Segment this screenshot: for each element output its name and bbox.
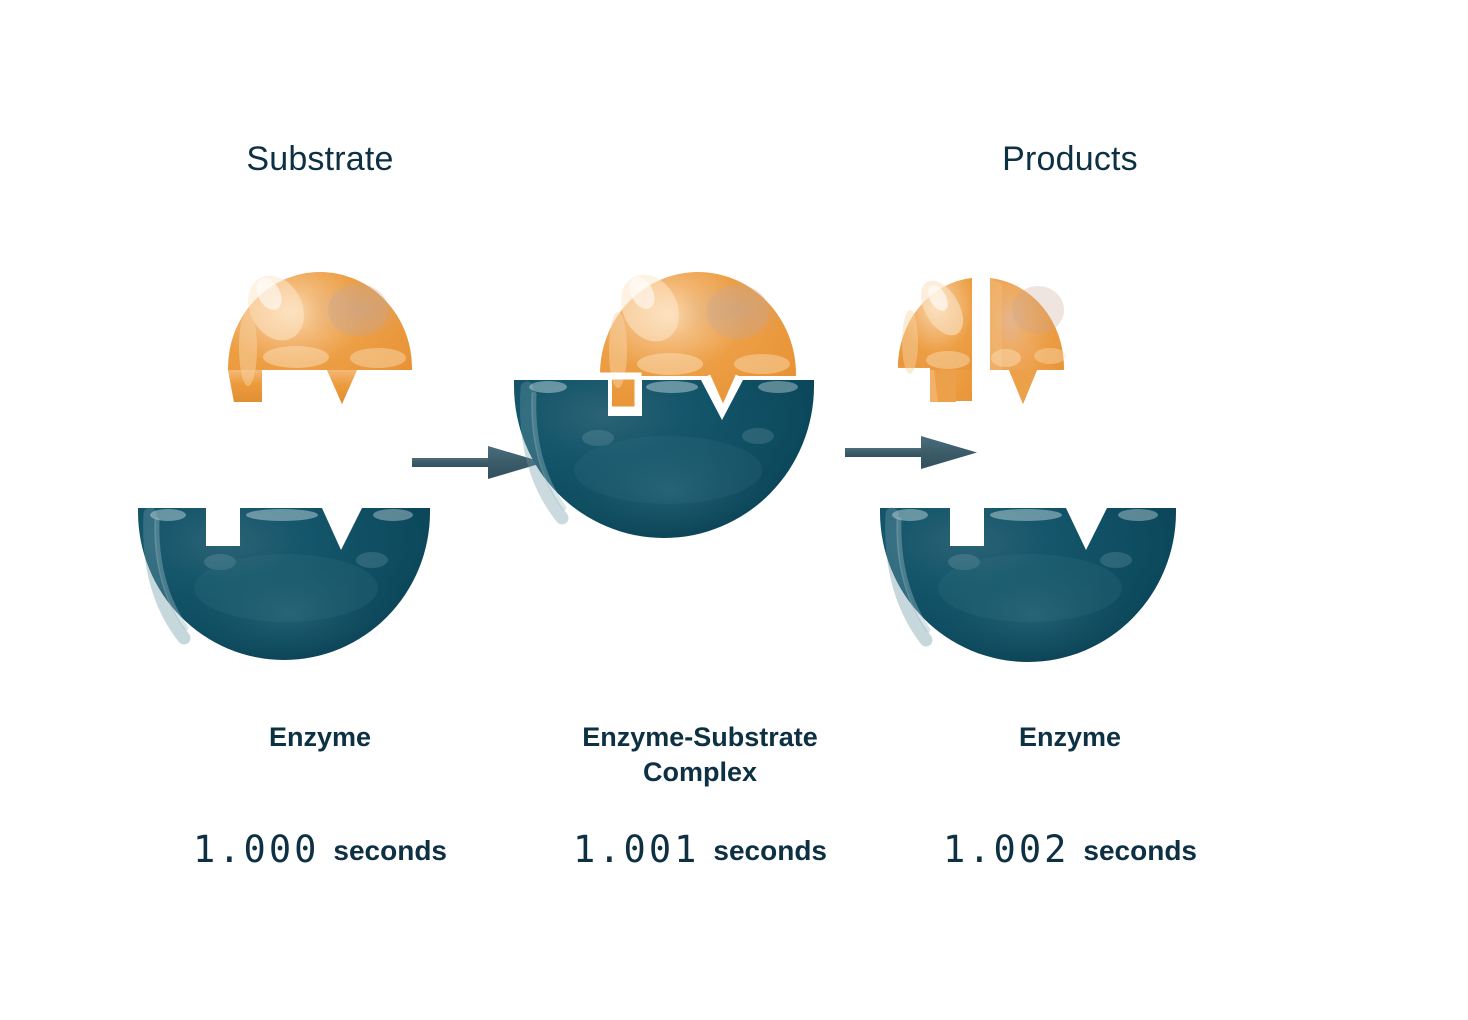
substrate-molecule [228,272,412,404]
timestamp-unit: seconds [713,835,827,866]
product-fragment-left [897,278,972,402]
figure-products-and-enzyme [880,278,1176,662]
enzyme-molecule [514,380,814,538]
products-label: Products [1002,140,1138,178]
timestamp: 1.002 seconds [860,828,1280,871]
bound-substrate-molecule [600,272,796,412]
panel-caption: Enzyme [860,720,1280,755]
timestamp: 1.001 seconds [490,828,910,871]
timestamp-digits: 1.002 [943,828,1070,871]
timestamp-digits: 1.001 [573,828,700,871]
panel-caption-line1: Enzyme [1018,722,1122,752]
panel-caption: Enzyme-Substrate Complex [490,720,910,789]
substrate-label: Substrate [246,140,394,178]
timestamp-unit: seconds [333,835,447,866]
enzyme-molecule [138,507,430,660]
panel-caption-line2: Complex [642,756,758,787]
figure-substrate-and-enzyme [138,272,430,660]
timestamp-digits: 1.000 [193,828,320,871]
figure-enzyme-substrate-complex [514,272,814,538]
panel-caption-line1: Enzyme-Substrate [582,722,818,752]
enzyme-molecule [880,507,1176,662]
panel-products-enzyme: Products [860,0,1280,1020]
timestamp-unit: seconds [1083,835,1197,866]
product-fragment-right [990,278,1066,404]
timestamp: 1.000 seconds [110,828,530,871]
panel-enzyme-substrate-complex: Enzyme-Substrate Complex 1.001 seconds [490,0,910,1020]
panel-caption-line1: Enzyme [268,722,372,752]
reaction-arrow-icon [845,436,977,469]
panel-caption: Enzyme [110,720,530,755]
reaction-arrow-icon [412,446,544,479]
panel-substrate-enzyme: Substrate [110,0,530,1020]
